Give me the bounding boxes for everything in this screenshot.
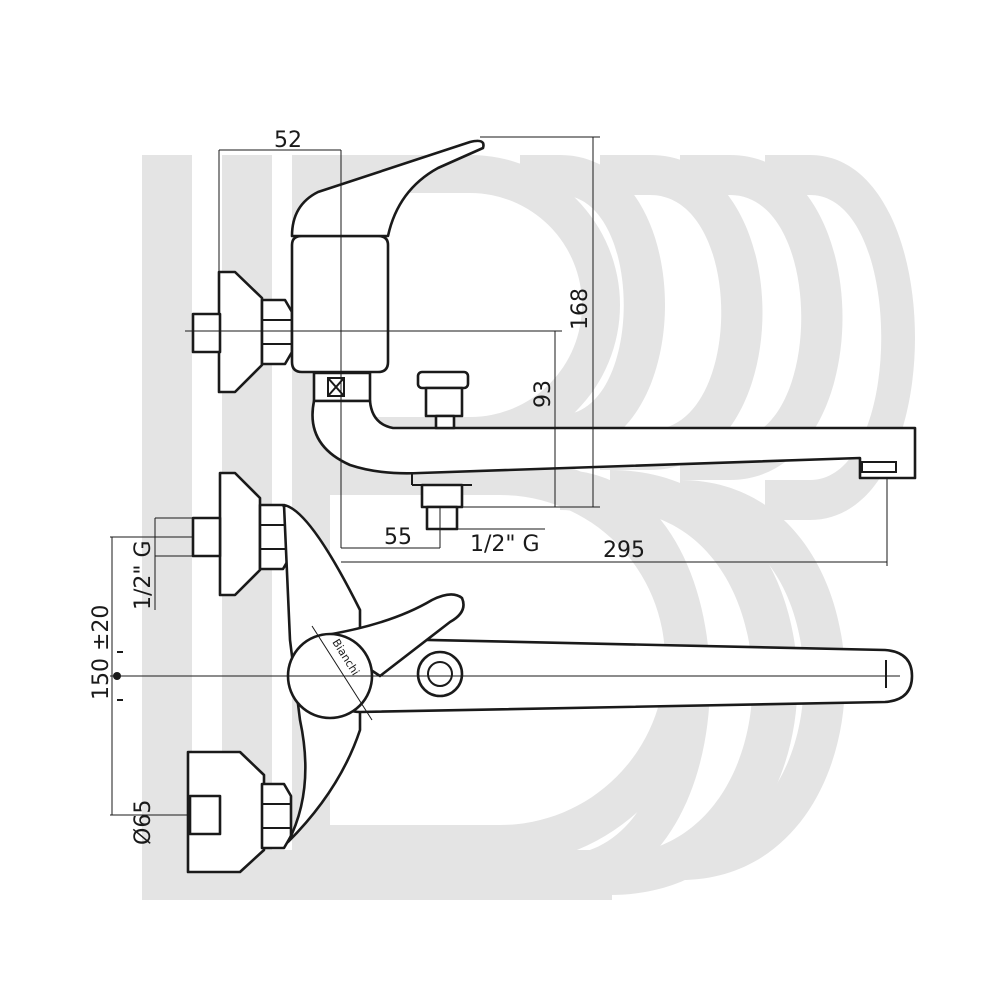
dim-centers-label: 150 ±20: [89, 605, 114, 700]
dim-flange-label: Ø65: [131, 800, 156, 845]
watermark-logo: [142, 155, 915, 900]
hex-nut-side: [260, 298, 294, 366]
spout-side: [311, 399, 917, 480]
dim-55-label: 55: [384, 525, 412, 550]
upper-flange-front: [218, 471, 262, 597]
lever-handle-side: [290, 139, 485, 238]
diverter-knob-side: [416, 370, 470, 390]
dimension-labels: 52 168 93 55 1/2" G 295 1/2" G 150 ±20 Ø…: [89, 128, 645, 845]
dim-295-label: 295: [603, 538, 645, 563]
dimension-lines: [110, 136, 900, 816]
front-view: Bianchi: [186, 471, 914, 874]
side-view: [191, 139, 917, 531]
outlet-nut-side: [420, 483, 464, 509]
mixer-body-side: [290, 234, 390, 374]
diverter-knob-front: [416, 650, 464, 698]
dim-52-label: 52: [274, 128, 302, 153]
lower-flange-front: [186, 750, 266, 874]
inlet-stub-side: [191, 312, 222, 354]
dim-inlet-thread-label: 1/2" G: [131, 540, 156, 610]
dim-outlet-thread-label: 1/2" G: [470, 532, 540, 557]
dim-93-label: 93: [531, 380, 556, 408]
dim-168-label: 168: [568, 288, 593, 330]
